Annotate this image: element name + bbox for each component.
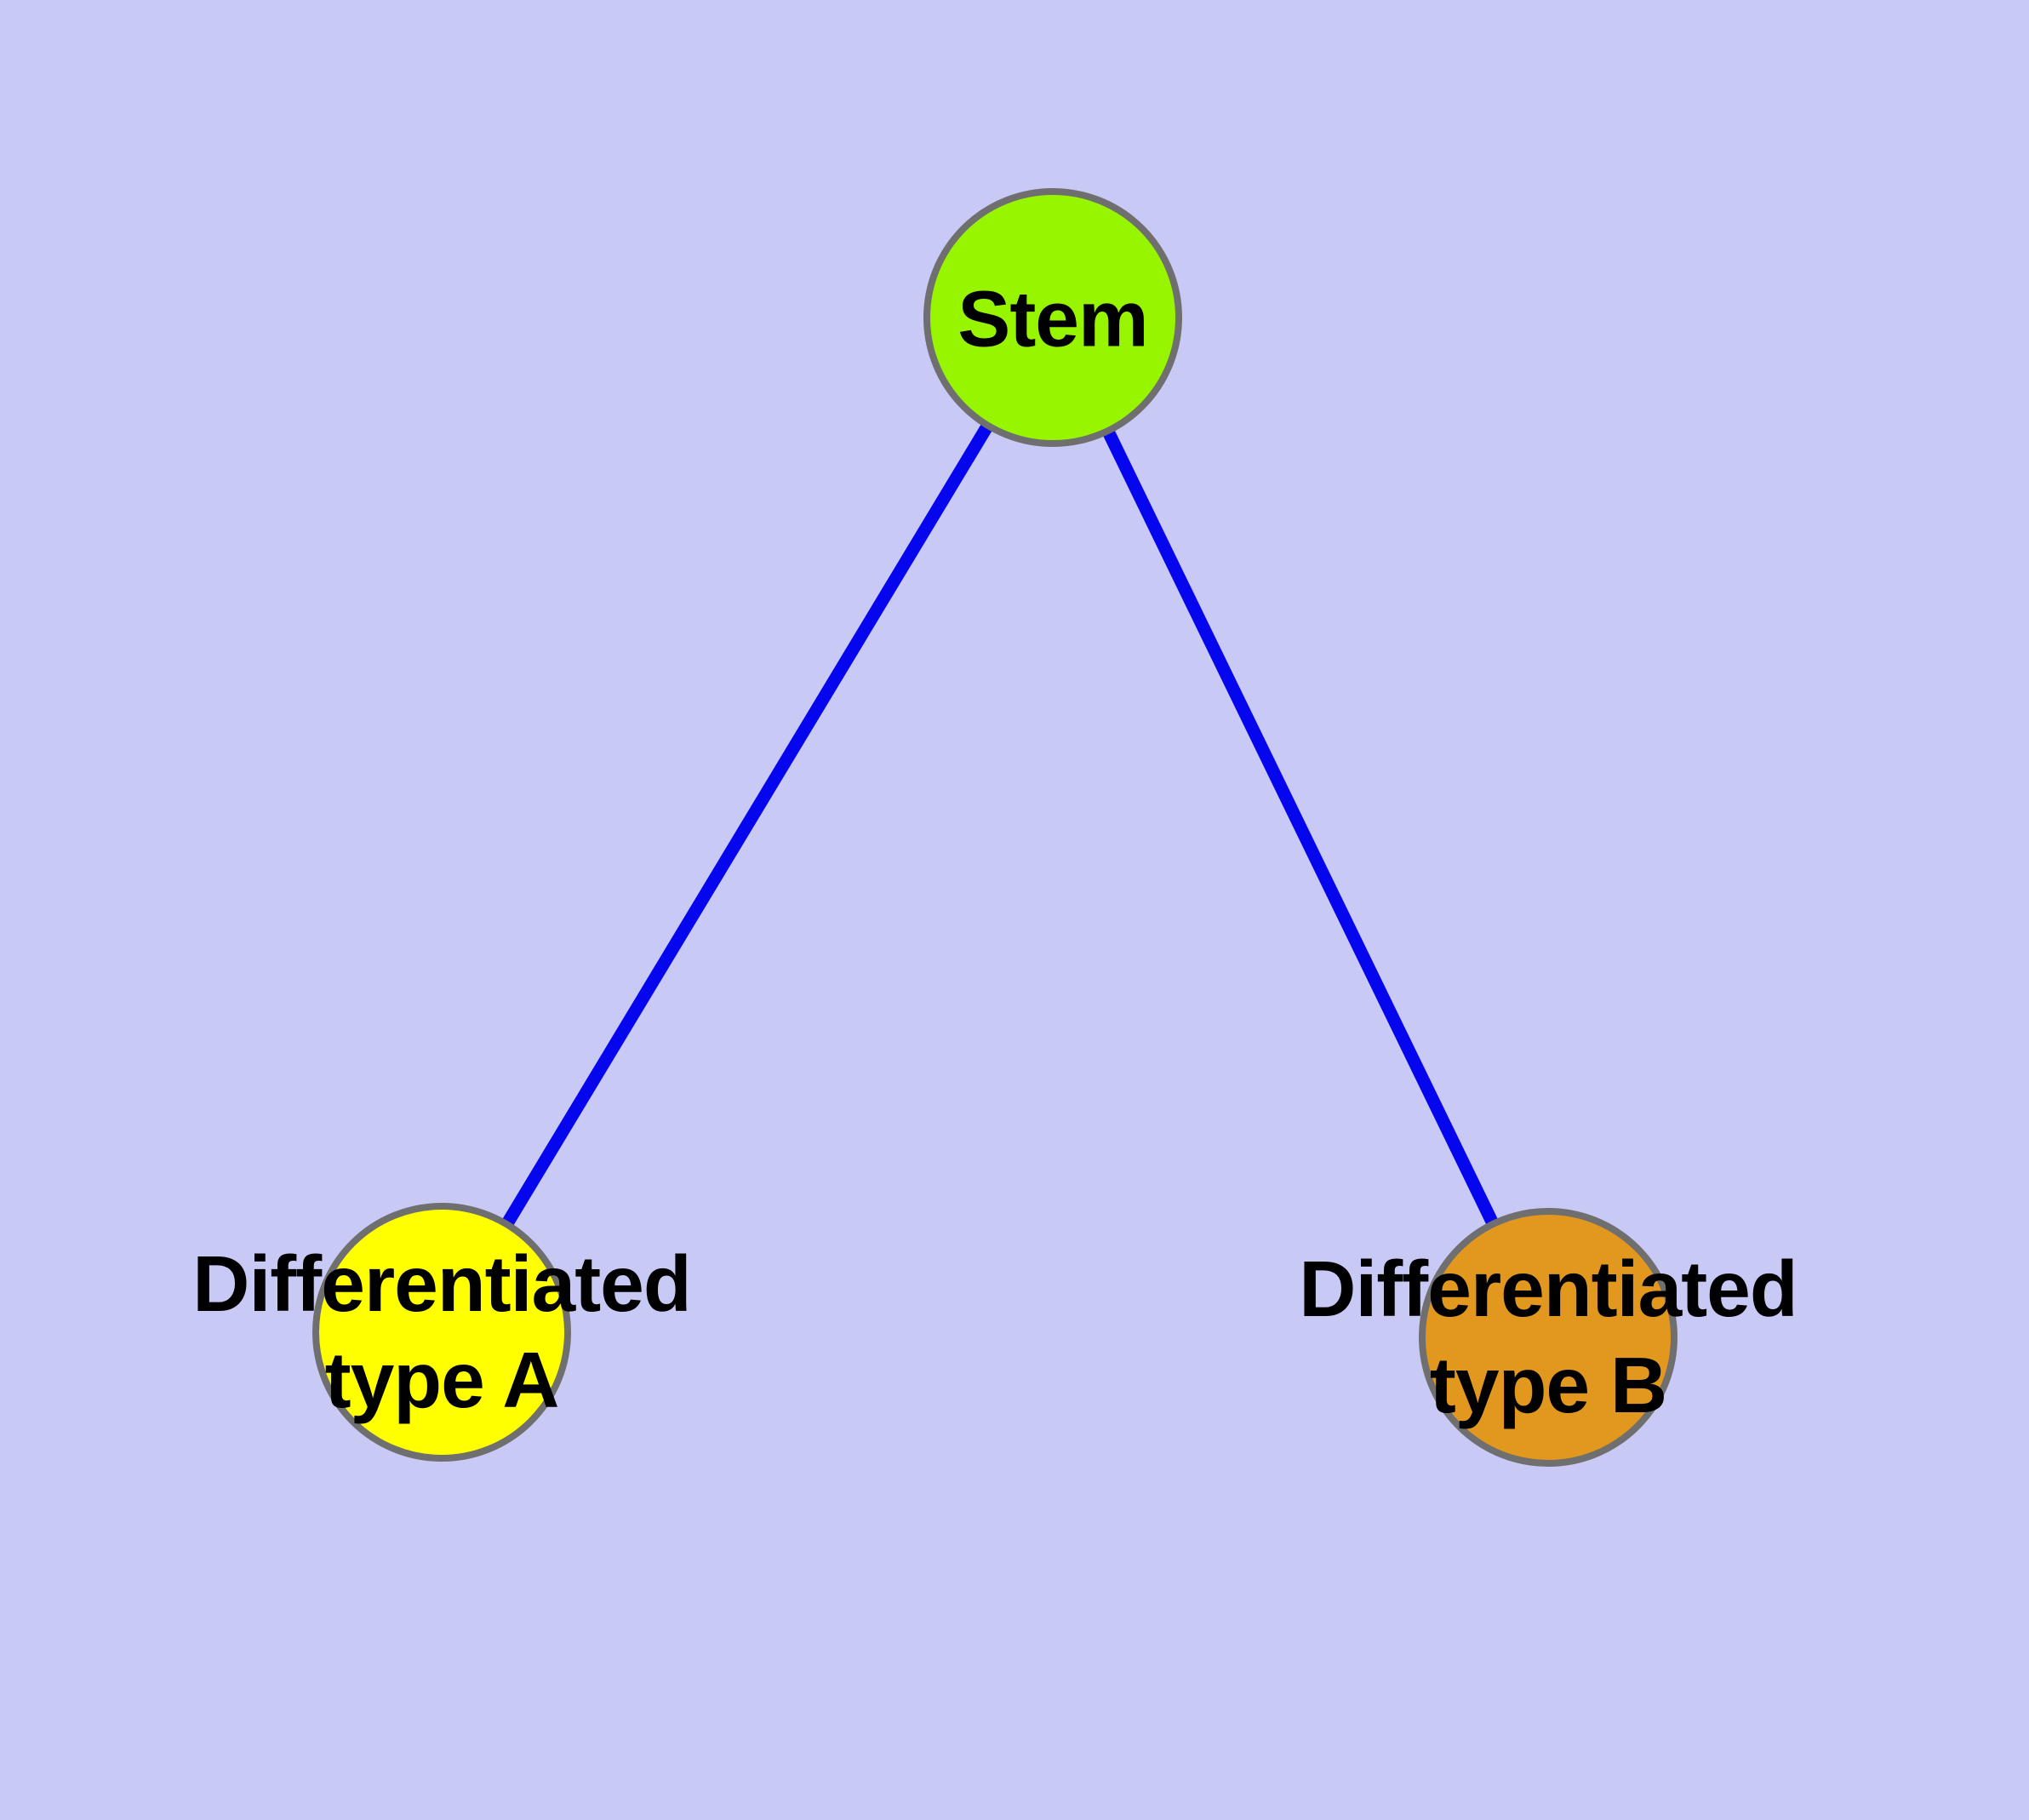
edge-stem-to-type-b [1047,314,1554,1341]
node-stem-label: Stem [957,274,1148,363]
node-differentiated-type-b-label: Differentiated type B [1299,1241,1798,1434]
node-stem-circle[interactable] [923,188,1182,447]
node-differentiated-type-a-label-line1: Differentiated [192,1239,691,1328]
node-differentiated-type-a-label: Differentiated type A [192,1236,691,1428]
node-differentiated-type-a-circle[interactable] [312,1203,571,1462]
node-differentiated-type-a-label-line2: type A [324,1336,560,1424]
node-differentiated-type-b-label-line1: Differentiated [1299,1245,1798,1333]
node-differentiated-type-b-label-line2: type B [1429,1341,1667,1429]
node-differentiated-type-b-circle[interactable] [1419,1208,1677,1467]
edge-stem-to-type-a [436,314,1059,1336]
